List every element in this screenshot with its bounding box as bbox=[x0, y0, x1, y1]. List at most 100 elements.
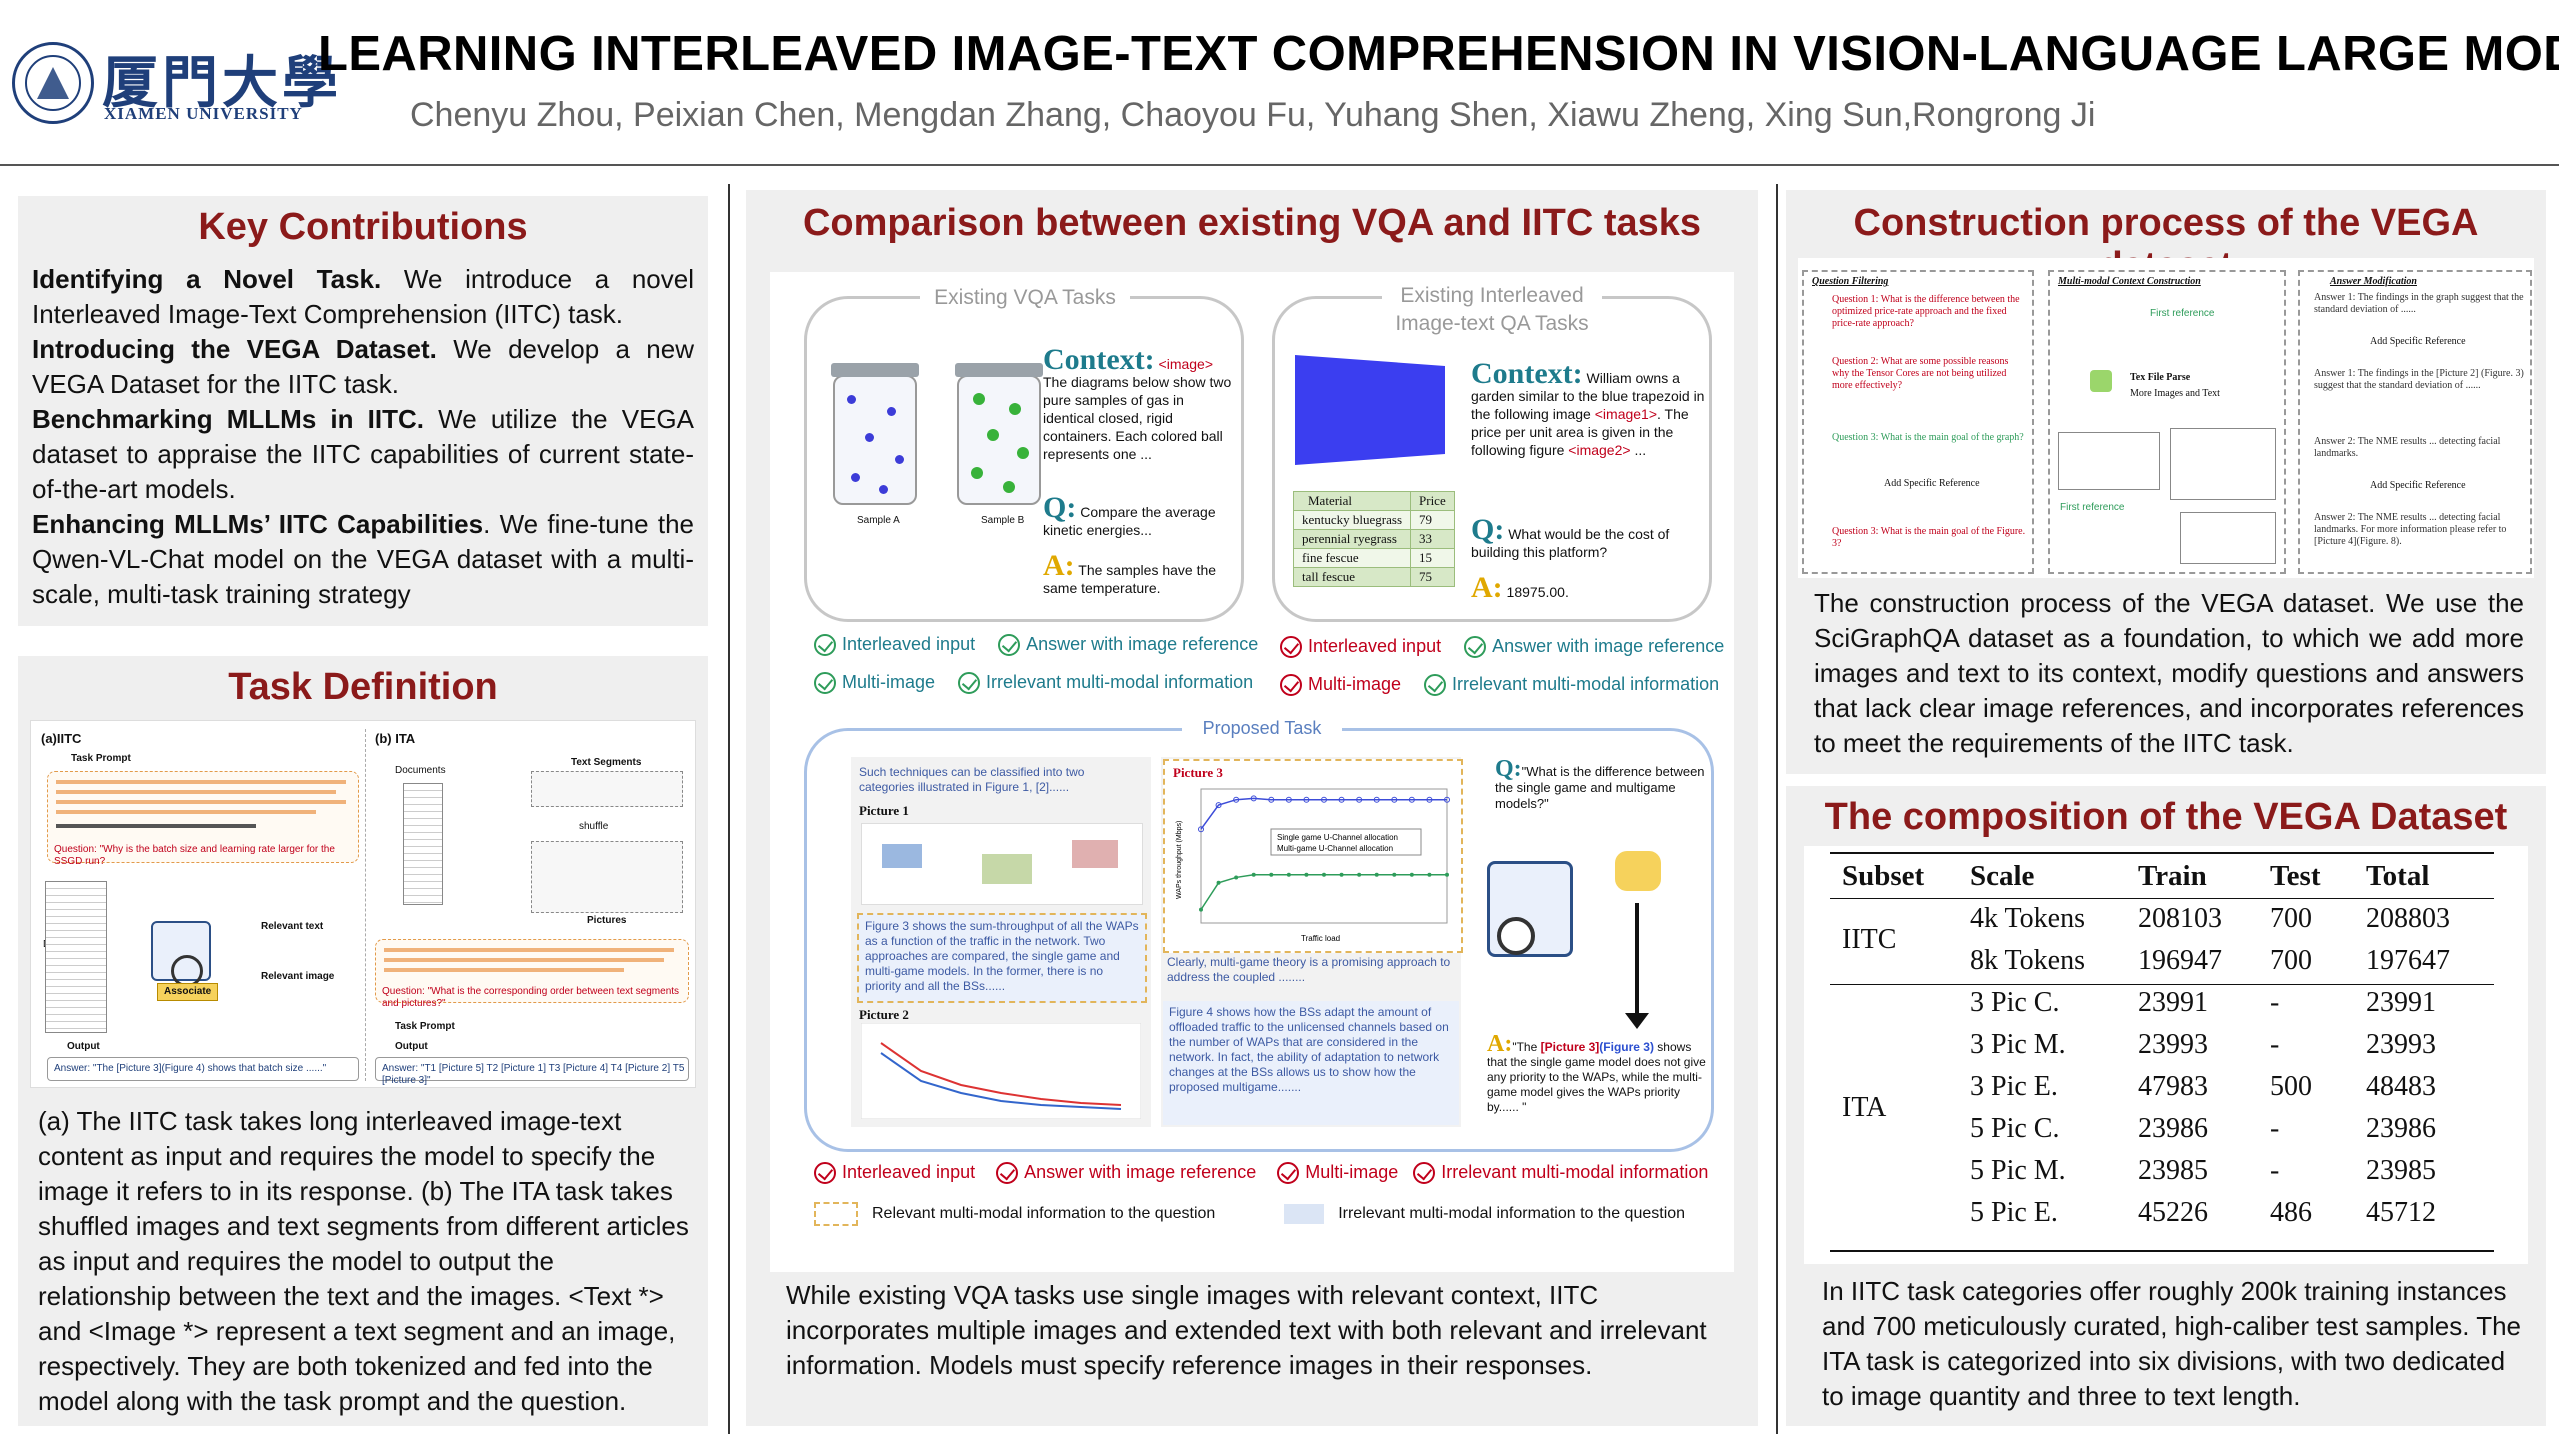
iitc-question: Question: "Why is the batch size and lea… bbox=[54, 844, 335, 867]
column-divider bbox=[728, 184, 730, 1434]
sample-b-label: Sample B bbox=[981, 515, 1025, 526]
output-label: Output bbox=[67, 1041, 100, 1052]
data-point bbox=[1250, 795, 1257, 802]
iqa-legend: Interleaved input Answer with image refe… bbox=[1280, 636, 1724, 659]
proposed-answer: A:"The [Picture 3](Figure 3) shows that … bbox=[1487, 1031, 1706, 1114]
question-2: Question 2: What are some possible reaso… bbox=[1832, 356, 2009, 391]
add-reference-label: Add Specific Reference bbox=[1884, 478, 1980, 489]
section-title: Task Definition bbox=[228, 666, 498, 708]
figure-3-text-box: Figure 3 shows the sum-throughput of all… bbox=[857, 913, 1147, 1003]
picture-2-chart bbox=[861, 1023, 1141, 1119]
ita-question: Question: "What is the corresponding ord… bbox=[382, 986, 680, 1009]
arrow-head-icon bbox=[1625, 1013, 1649, 1029]
iqa-legend: Multi-image Irrelevant multi-modal infor… bbox=[1280, 674, 1719, 697]
data-point bbox=[1392, 872, 1397, 877]
contribution-item: Benchmarking MLLMs in IITC. We utilize t… bbox=[32, 404, 694, 504]
ita-output-label: Output bbox=[395, 1041, 428, 1052]
data-point bbox=[1233, 796, 1240, 803]
figure-split bbox=[365, 729, 367, 1081]
question-1: Question 1: What is the difference betwe… bbox=[1832, 294, 2020, 329]
data-point bbox=[1373, 796, 1380, 803]
data-point bbox=[1444, 796, 1450, 803]
picture-3-chart: Single game U-Channel allocationMulti-ga… bbox=[1176, 788, 1450, 943]
comparison-caption: While existing VQA tasks use single imag… bbox=[786, 1280, 1707, 1380]
question-3: Question 3: What is the main goal of the… bbox=[1832, 432, 2024, 443]
robot-icon bbox=[1615, 851, 1661, 891]
construction-panel: Construction process of the VEGA dataset… bbox=[1786, 190, 2546, 774]
iqa-question: Q: What would be the cost of building th… bbox=[1471, 513, 1670, 561]
ita-prompt-box: Question: "What is the corresponding ord… bbox=[375, 939, 689, 1009]
multigame-text: Clearly, multi-game theory is a promisin… bbox=[1167, 955, 1451, 984]
ita-task-prompt-label: Task Prompt bbox=[395, 1021, 455, 1032]
data-point bbox=[1303, 796, 1310, 803]
data-point bbox=[1427, 872, 1432, 877]
data-point bbox=[1216, 880, 1221, 885]
ita-answer-box: Answer: "T1 [Picture 5] T2 [Picture 1] T… bbox=[375, 1057, 689, 1086]
magnifier-icon bbox=[1497, 917, 1535, 955]
proposed-text-1: Such techniques can be classified into t… bbox=[859, 765, 1085, 794]
data-point bbox=[1199, 907, 1203, 912]
data-point bbox=[1285, 796, 1292, 803]
construction-figure: Question Filtering Question 1: What is t… bbox=[1798, 258, 2534, 578]
ita-document-stack bbox=[403, 783, 443, 905]
composition-panel: The composition of the VEGA Dataset Subs… bbox=[1786, 786, 2546, 1426]
iqa-answer: A: 18975.00. bbox=[1471, 571, 1569, 604]
vqa-legend: Interleaved input Answer with image refe… bbox=[814, 634, 1258, 657]
answer-modification-box: Answer Modification Answer 1: The findin… bbox=[2298, 270, 2532, 574]
comparison-figure: Sample A Sample B Context: <image> The d… bbox=[770, 272, 1734, 1272]
gas-jar-b bbox=[955, 363, 1043, 505]
data-point bbox=[1357, 872, 1362, 877]
picture-2-label: Picture 2 bbox=[859, 1007, 909, 1022]
legend-label: Single game U-Channel allocation bbox=[1277, 833, 1398, 842]
data-point bbox=[1322, 872, 1326, 877]
question-3-revised: Question 3: What is the main goal of the… bbox=[1832, 526, 2026, 549]
section-title: Key Contributions bbox=[198, 206, 528, 248]
figure-3-text: Figure 3 shows the sum-throughput of all… bbox=[865, 919, 1139, 993]
header-divider bbox=[0, 164, 2559, 166]
data-point bbox=[1269, 872, 1274, 877]
chart-legend bbox=[1270, 828, 1422, 856]
arrow-down-icon bbox=[1635, 903, 1639, 1013]
answer-1: Answer 1: The findings in the graph sugg… bbox=[2314, 292, 2524, 315]
data-point bbox=[1426, 796, 1433, 803]
column-heading: Question Filtering bbox=[1812, 276, 1889, 287]
vqa-answer: A: The samples have the same temperature… bbox=[1043, 549, 1217, 597]
data-point bbox=[1374, 872, 1379, 877]
figure-label-b: (b) ITA bbox=[375, 731, 416, 746]
table-row: 5 Pic M.23985-23985 bbox=[1970, 1155, 2436, 1186]
picture-1-diagram bbox=[861, 823, 1143, 905]
author-list: Chenyu Zhou, Peixian Chen, Mengdan Zhang… bbox=[410, 96, 2096, 134]
figure-4-text-box: Figure 4 shows how the BSs adapt the amo… bbox=[1163, 1001, 1459, 1125]
university-seal-logo bbox=[12, 42, 94, 124]
iitc-answer: Answer: "The [Picture 3](Figure 4) shows… bbox=[54, 1063, 327, 1074]
shuffle-label: shuffle bbox=[579, 821, 609, 832]
ita-answer: Answer: "T1 [Picture 5] T2 [Picture 1] T… bbox=[382, 1063, 685, 1086]
section-title: Construction process of the VEGA dataset bbox=[1853, 202, 2479, 287]
contributions-list: Identifying a Novel Task. We introduce a… bbox=[32, 262, 694, 612]
logo-chinese-name: 厦門大學 bbox=[102, 50, 342, 116]
table-row: 3 Pic M.23993-23993 bbox=[1970, 1029, 2436, 1060]
x-axis-label: Traffic load bbox=[1301, 934, 1340, 943]
proposed-doc-left: Such techniques can be classified into t… bbox=[851, 757, 1151, 1127]
region-legend: Relevant multi-modal information to the … bbox=[814, 1202, 1685, 1226]
question-filtering-box: Question Filtering Question 1: What is t… bbox=[1802, 270, 2034, 574]
context-thumb bbox=[2058, 432, 2160, 490]
plot-area bbox=[1200, 788, 1448, 924]
section-title: Comparison between existing VQA and IITC… bbox=[802, 202, 1702, 244]
iitc-answer-box: Answer: "The [Picture 3](Figure 4) shows… bbox=[47, 1057, 359, 1081]
section-title: The composition of the VEGA Dataset bbox=[1824, 796, 2508, 838]
comparison-panel: Comparison between existing VQA and IITC… bbox=[746, 190, 1758, 1426]
contribution-item: Introducing the VEGA Dataset. We develop… bbox=[32, 334, 694, 399]
answer-2: Answer 2: The NME results ... detecting … bbox=[2314, 436, 2501, 459]
context-thumb bbox=[2180, 512, 2276, 564]
vqa-context: Context: <image> The diagrams below show… bbox=[1043, 343, 1232, 463]
existing-vqa-label: Existing VQA Tasks bbox=[920, 286, 1130, 310]
data-point bbox=[1268, 796, 1275, 803]
contribution-item: Enhancing MLLMs’ IITC Capabilities. We f… bbox=[32, 509, 695, 609]
pictures-label: Pictures bbox=[587, 915, 627, 926]
iqa-context: Context: William owns a garden similar t… bbox=[1471, 357, 1705, 459]
